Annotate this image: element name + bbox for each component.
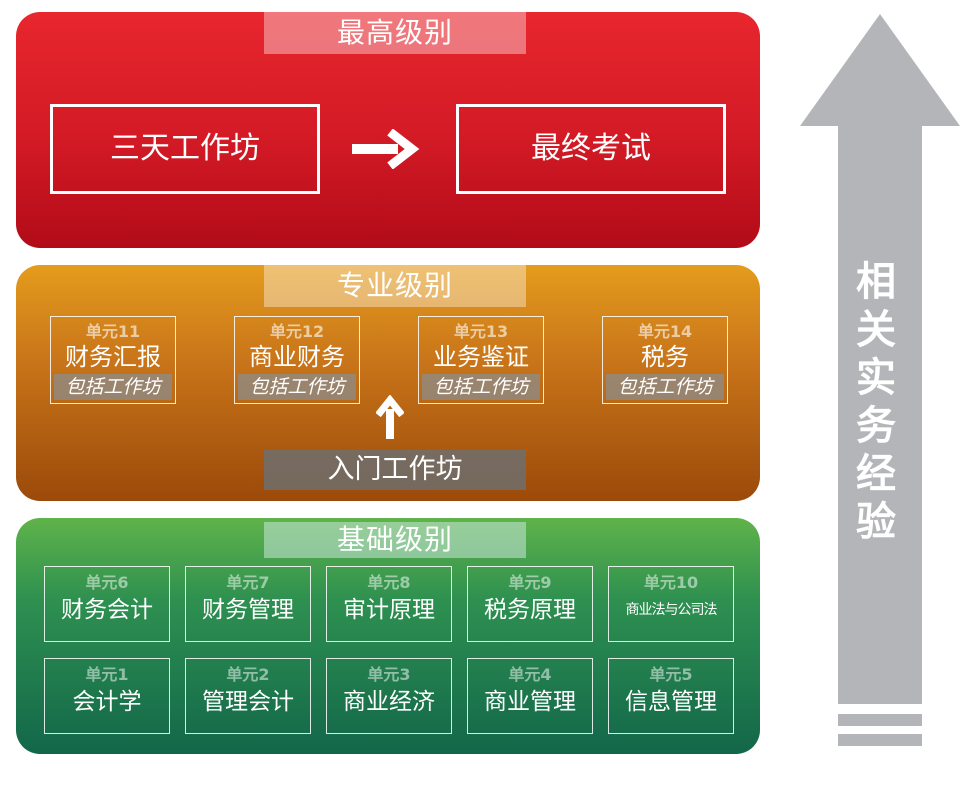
module-name: 管理会计 — [202, 689, 294, 715]
arrow-right-icon — [352, 129, 420, 169]
label-char: 验 — [856, 499, 896, 545]
label-char: 关 — [856, 307, 896, 353]
module-unit: 单元7 — [226, 573, 270, 592]
module-card: 单元12 商业财务 包括工作坊 — [234, 316, 360, 404]
module-name: 信息管理 — [625, 689, 717, 715]
top-tier-panel: 最高级别 三天工作坊 最终考试 — [16, 12, 760, 248]
module-name: 商业财务 — [249, 343, 345, 371]
module-workshop-tag: 包括工作坊 — [606, 374, 724, 400]
module-card: 单元6 财务会计 — [44, 566, 170, 642]
module-card: 单元1 会计学 — [44, 658, 170, 734]
module-unit: 单元2 — [226, 665, 270, 684]
module-unit: 单元8 — [367, 573, 411, 592]
module-name: 商业管理 — [484, 689, 576, 715]
module-card: 单元9 税务原理 — [467, 566, 593, 642]
module-unit: 单元14 — [637, 322, 693, 341]
module-unit: 单元10 — [643, 573, 699, 592]
module-card: 单元13 业务鉴证 包括工作坊 — [418, 316, 544, 404]
module-name: 业务鉴证 — [433, 343, 529, 371]
module-workshop-tag: 包括工作坊 — [54, 374, 172, 400]
intro-workshop-box: 入门工作坊 — [264, 450, 526, 490]
practical-experience-label: 相 关 实 务 经 验 — [846, 258, 906, 546]
module-card: 单元5 信息管理 — [608, 658, 734, 734]
three-day-workshop-box: 三天工作坊 — [50, 104, 320, 194]
module-name: 财务汇报 — [65, 343, 161, 371]
module-card: 单元11 财务汇报 包括工作坊 — [50, 316, 176, 404]
module-name: 税务原理 — [484, 597, 576, 623]
module-card: 单元14 税务 包括工作坊 — [602, 316, 728, 404]
label-char: 务 — [856, 403, 896, 449]
foundation-tier-title: 基础级别 — [264, 522, 526, 558]
module-unit: 单元5 — [649, 665, 693, 684]
arrow-up-icon — [376, 395, 404, 439]
module-name: 会计学 — [72, 689, 142, 715]
label-char: 相 — [856, 259, 896, 305]
professional-tier-title: 专业级别 — [264, 265, 526, 307]
module-card: 单元4 商业管理 — [467, 658, 593, 734]
final-exam-box: 最终考试 — [456, 104, 726, 194]
module-workshop-tag: 包括工作坊 — [422, 374, 540, 400]
module-unit: 单元1 — [85, 665, 129, 684]
module-unit: 单元6 — [85, 573, 129, 592]
module-card: 单元10 商业法与公司法 — [608, 566, 734, 642]
module-card: 单元8 审计原理 — [326, 566, 452, 642]
foundation-tier-panel: 基础级别 单元6 财务会计 单元7 财务管理 单元8 审计原理 单元9 税务原理… — [16, 518, 760, 754]
label-char: 实 — [856, 355, 896, 401]
module-unit: 单元9 — [508, 573, 552, 592]
module-unit: 单元4 — [508, 665, 552, 684]
module-name: 商业经济 — [343, 689, 435, 715]
module-unit: 单元12 — [269, 322, 325, 341]
module-workshop-tag: 包括工作坊 — [238, 374, 356, 400]
module-name: 审计原理 — [343, 597, 435, 623]
module-name: 财务会计 — [61, 597, 153, 623]
label-char: 经 — [856, 451, 896, 497]
module-card: 单元7 财务管理 — [185, 566, 311, 642]
module-unit: 单元11 — [85, 322, 141, 341]
top-tier-title: 最高级别 — [264, 12, 526, 54]
module-card: 单元2 管理会计 — [185, 658, 311, 734]
module-unit: 单元3 — [367, 665, 411, 684]
module-name: 商业法与公司法 — [625, 602, 718, 618]
experience-arrow-icon — [800, 14, 960, 746]
module-name: 税务 — [641, 343, 689, 371]
module-name: 财务管理 — [202, 597, 294, 623]
module-card: 单元3 商业经济 — [326, 658, 452, 734]
module-unit: 单元13 — [453, 322, 509, 341]
professional-tier-panel: 专业级别 单元11 财务汇报 包括工作坊 单元12 商业财务 包括工作坊 单元1… — [16, 265, 760, 501]
